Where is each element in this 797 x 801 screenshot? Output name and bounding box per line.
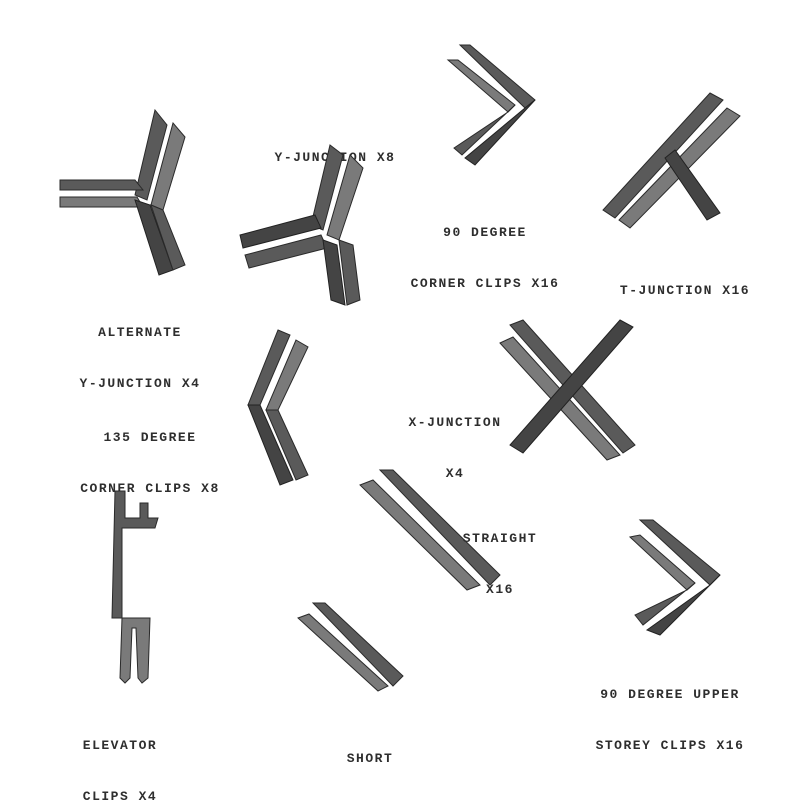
corner-90-illustration [446,44,536,166]
straight-illustration [359,469,501,591]
x-junction-illustration [499,319,636,461]
short-straight-illustration [297,602,404,692]
corner-135-illustration [247,329,309,486]
corner-90-label: 90 DEGREE CORNER CLIPS X16 [410,225,560,291]
t-junction-illustration [602,92,741,229]
y-junction-label: Y-JUNCTION X8 [274,150,396,165]
elevator-label: ELEVATOR CLIPS X4 [82,738,158,801]
short-straight-label: SHORT STRAIGHT X4 [346,751,394,766]
x-junction-label: X-JUNCTION X4 [408,415,502,481]
t-junction-label: T-JUNCTION X16 [619,283,751,298]
alternate-y-junction-illustration [59,108,186,276]
alternate-y-junction-label: ALTERNATE Y-JUNCTION X4 [79,325,201,391]
y-junction-illustration [239,144,364,306]
straight-label: STRAIGHT X16 [462,531,538,597]
upper-storey-label: 90 DEGREE UPPER STOREY CLIPS X16 [595,687,745,753]
upper-storey-illustration [628,519,721,636]
elevator-illustration [111,490,159,684]
